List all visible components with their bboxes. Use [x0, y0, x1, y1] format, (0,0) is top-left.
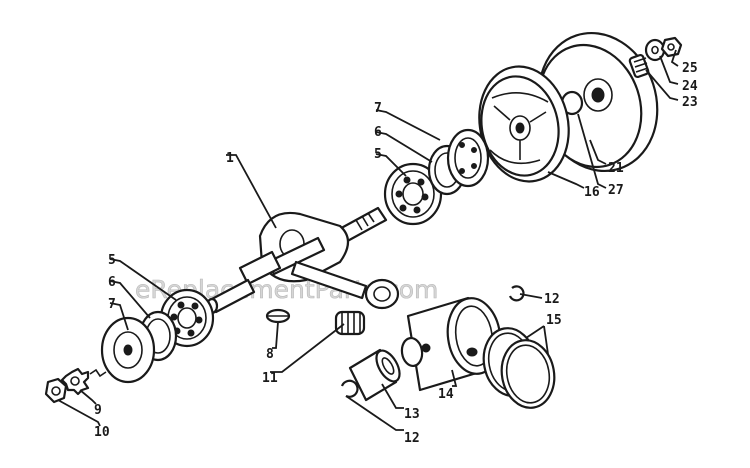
- callout-23: 23: [682, 95, 698, 110]
- callout-15: 15: [546, 313, 562, 328]
- callout-12-top: 12: [544, 292, 560, 307]
- callout-6-left: 6: [108, 275, 116, 290]
- clutch-assembly: [478, 65, 570, 183]
- callout-6-right: 6: [374, 125, 382, 140]
- spring-washer: [89, 368, 107, 378]
- bearing-right: [383, 162, 443, 226]
- callout-16: 16: [584, 185, 600, 200]
- leader-lines: [57, 49, 679, 431]
- callout-5-right: 5: [374, 147, 382, 162]
- circlip-bottom: [340, 379, 359, 398]
- callout-8: 8: [266, 347, 274, 362]
- connecting-rod: [290, 260, 400, 310]
- callout-9: 9: [94, 403, 102, 418]
- piston-rings: [482, 327, 556, 409]
- flywheel-ring-left: [100, 316, 156, 384]
- clutch-nut: [660, 36, 683, 58]
- wrist-pin-bearing: [334, 310, 366, 336]
- lock-washer: [60, 367, 90, 396]
- callout-10: 10: [94, 425, 110, 440]
- callout-11: 11: [262, 371, 278, 386]
- callout-27: 27: [608, 183, 624, 198]
- needle-bearing: [628, 53, 650, 79]
- ring-right: [446, 128, 490, 188]
- callout-7-left: 7: [108, 297, 116, 312]
- callout-12-bottom: 12: [404, 431, 420, 446]
- callout-1: 1: [226, 151, 234, 166]
- callout-13: 13: [404, 407, 420, 422]
- callout-24: 24: [682, 79, 698, 94]
- callout-5-left: 5: [108, 253, 116, 268]
- wrist-pin: [348, 348, 401, 402]
- callout-14: 14: [438, 387, 454, 402]
- flywheel-nut: [44, 377, 68, 404]
- woodruff-key: [265, 308, 291, 324]
- piston: [400, 296, 502, 392]
- callout-25: 25: [682, 61, 698, 76]
- callout-21: 21: [608, 161, 624, 176]
- callout-7-right: 7: [374, 101, 382, 116]
